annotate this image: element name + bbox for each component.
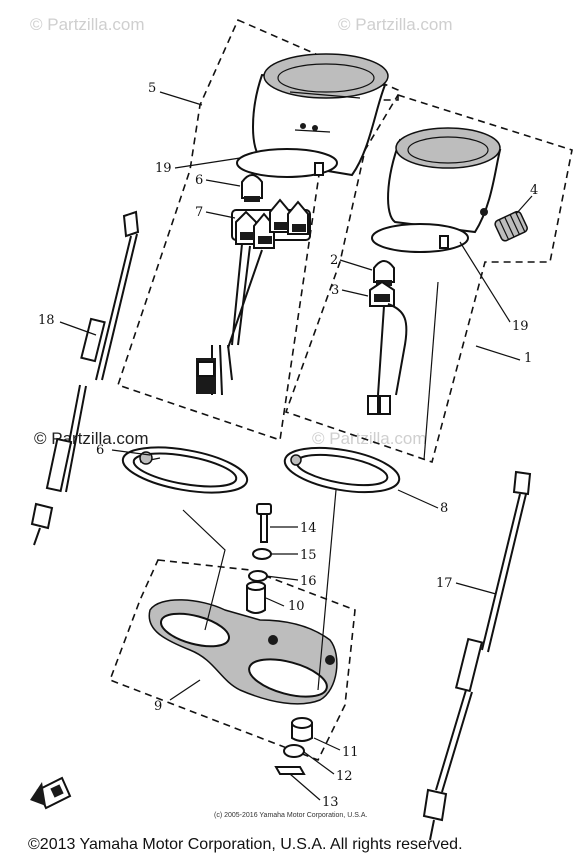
tachometer-cable [422,470,532,841]
nut [274,766,306,775]
washer-lower [248,570,268,582]
callout-19-speedometer: 19 [155,161,172,176]
tachometer-cover [283,446,401,494]
callout-2: 2 [330,253,338,268]
plain-washer [283,744,305,758]
tachometer-meter [387,127,502,234]
callout-6-bulb: 6 [195,173,203,188]
callout-7: 7 [195,205,203,220]
callout-3: 3 [331,283,339,298]
damper [291,717,313,742]
collar [246,581,266,614]
callout-8: 8 [440,501,448,516]
callout-11: 11 [342,745,359,760]
watermark-mid-right: © Partzilla.com [312,429,427,448]
bulb-speedometer [241,174,263,202]
tachometer-socket-cord [367,280,408,415]
callout-18: 18 [38,313,55,328]
callout-16: 16 [300,574,317,589]
reset-knob [494,210,528,242]
washer-upper [252,548,272,560]
speedometer-cover [121,446,249,494]
socket-cord-assembly [196,198,311,396]
watermark-mid-left: © Partzilla.com [34,429,149,448]
diagram-copyright-note: (c) 2005-2016 Yamaha Motor Corporation, … [214,812,368,819]
tachometer-gasket [371,223,469,253]
meter-bracket [148,599,338,705]
speedometer-group-outline [116,18,399,442]
tachometer-group-outline [284,94,573,464]
callout-4: 4 [530,183,538,198]
leader-cover-to-bracket-right [317,489,337,691]
callout-15: 15 [300,548,317,563]
callout-12: 12 [336,769,353,784]
callout-1: 1 [524,351,532,366]
callout-14: 14 [300,521,317,536]
watermark-top-right: © Partzilla.com [338,15,453,34]
callout-10: 10 [288,599,305,614]
tachometer-stud [439,235,449,249]
leader-cover-to-bracket-left [182,509,226,631]
front-arrow-icon [30,776,72,810]
callout-13: 13 [322,795,339,810]
speedometer-gasket [236,148,338,178]
callout-9: 9 [154,699,162,714]
callout-19-tachometer: 19 [512,319,529,334]
leader-tach-to-cover [423,281,439,461]
speedometer-stud [314,162,324,176]
callout-6-cover: 6 [96,443,104,458]
callout-17: 17 [436,576,453,591]
copyright-footer: ©2013 Yamaha Motor Corporation, U.S.A. A… [28,836,463,853]
bolt [256,503,272,543]
watermark-top-left: © Partzilla.com [30,15,145,34]
callout-5: 5 [148,81,156,96]
speedometer-cable [30,210,140,546]
